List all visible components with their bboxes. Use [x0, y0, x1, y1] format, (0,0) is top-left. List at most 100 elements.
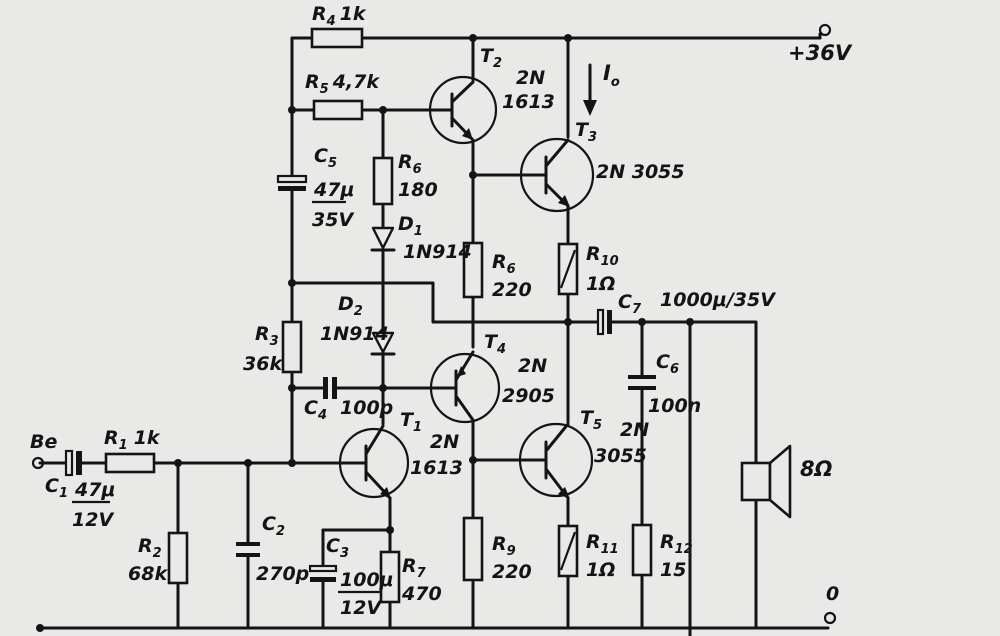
- r2-label: R2: [138, 535, 162, 561]
- supply-terminal: [818, 23, 832, 37]
- r12-value: 15: [660, 559, 686, 581]
- transistors: [338, 75, 595, 500]
- r10-label: R10: [586, 243, 619, 269]
- t5-type2: 3055: [594, 445, 647, 467]
- junction-dots: [36, 34, 694, 632]
- d1-type: 1N914: [403, 241, 472, 263]
- resistor-r12: [631, 523, 653, 577]
- capacitor-c4: [323, 377, 337, 399]
- t5-type1: 2N: [620, 419, 649, 441]
- capacitor-c7: [596, 308, 612, 336]
- resistor-r3: [281, 320, 303, 374]
- t3-label: T3: [575, 119, 597, 145]
- capacitor-c2: [236, 542, 260, 557]
- r3-value: 36k: [243, 353, 283, 375]
- r6b-value: 220: [492, 279, 532, 301]
- r9-value: 220: [492, 561, 532, 583]
- capacitor-c5: [276, 174, 308, 191]
- transistor-t4: [429, 350, 501, 424]
- t4-label: T4: [484, 331, 506, 357]
- c3-voltage: 12V: [340, 597, 382, 619]
- resistor-r10-mark: [559, 249, 577, 289]
- c5-value: 47μ: [313, 179, 354, 201]
- r12-label: R12: [660, 531, 693, 557]
- transistor-t3: [518, 137, 595, 213]
- c1-voltage: 12V: [72, 509, 114, 531]
- c2-label: C2: [262, 513, 285, 539]
- transistor-t2: [428, 75, 498, 145]
- c7-value: 1000μ/35V: [660, 289, 776, 311]
- t3-type: 2N 3055: [596, 161, 685, 183]
- resistor-r9: [462, 516, 484, 582]
- resistor-r11-mark: [559, 531, 577, 571]
- c3-label: C3: [326, 535, 349, 561]
- capacitors: [64, 174, 656, 582]
- supply-label: +36V: [788, 41, 853, 65]
- wires: [38, 36, 830, 636]
- speaker-label: 8Ω: [800, 457, 833, 481]
- current-arrow-icon: [583, 63, 597, 116]
- capacitor-c6: [628, 375, 656, 390]
- c5-voltage: 35V: [312, 209, 354, 231]
- r3-label: R3: [255, 323, 279, 349]
- capacitor-c1: [64, 449, 82, 477]
- c1-label: C1: [45, 475, 68, 501]
- diode-d2: [370, 331, 396, 356]
- transistor-t5: [518, 422, 594, 500]
- t2-type2: 1613: [502, 91, 555, 113]
- resistor-r4: [310, 27, 364, 49]
- t4-type1: 2N: [518, 355, 547, 377]
- speaker-icon: [740, 444, 792, 519]
- input-label: Be: [30, 431, 57, 453]
- r9-label: R9: [492, 533, 516, 559]
- current-label: Io: [603, 61, 620, 90]
- ground-terminal: [823, 611, 837, 625]
- resistor-r2: [167, 531, 189, 585]
- input-terminal: [31, 456, 45, 470]
- transistor-t1: [338, 424, 410, 500]
- d2-type: 1N914: [320, 323, 389, 345]
- capacitor-c3: [308, 564, 338, 582]
- t1-type1: 2N: [430, 431, 459, 453]
- r7-value: 470: [401, 583, 442, 605]
- c2-value: 270p: [256, 563, 309, 585]
- d1-label: D1: [398, 213, 423, 239]
- c6-value: 100n: [648, 395, 701, 417]
- c1-value: 47μ: [74, 479, 115, 501]
- resistors: [104, 27, 653, 604]
- resistor-r6-180: [372, 156, 394, 206]
- r11-label: R11: [586, 531, 619, 557]
- r6-label: R6: [398, 151, 422, 177]
- r2-value: 68k: [128, 563, 168, 585]
- t2-label: T2: [480, 45, 502, 71]
- t5-label: T5: [580, 407, 602, 433]
- t1-label: T1: [400, 409, 422, 435]
- c6-label: C6: [656, 351, 679, 377]
- r6b-label: R6: [492, 251, 516, 277]
- diode-d1: [370, 226, 396, 252]
- d2-label: D2: [338, 293, 363, 319]
- diodes: [370, 226, 396, 356]
- c5-label: C5: [314, 145, 337, 171]
- c7-label: C7: [618, 291, 642, 317]
- resistor-r7: [379, 550, 401, 604]
- resistor-r1: [104, 452, 156, 474]
- c3-value: 100μ: [340, 569, 394, 591]
- resistor-r5: [312, 99, 364, 121]
- t2-type1: 2N: [516, 67, 545, 89]
- terminals: [31, 23, 837, 625]
- c4-value: 100p: [340, 397, 393, 419]
- resistor-r6-220: [462, 241, 484, 299]
- t4-type2: 2905: [502, 385, 555, 407]
- r11-value: 1Ω: [586, 559, 615, 581]
- r10-value: 1Ω: [586, 273, 615, 295]
- r7-label: R7: [402, 555, 427, 581]
- r6-value: 180: [398, 179, 438, 201]
- ground-label: 0: [826, 583, 839, 605]
